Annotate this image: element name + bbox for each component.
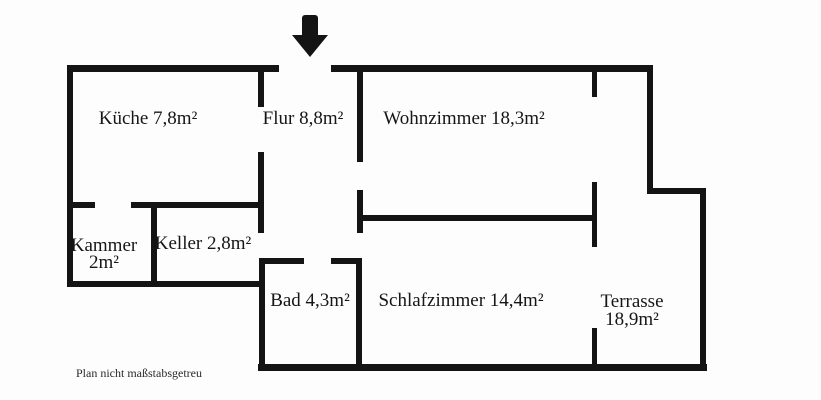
wall-keller-bottom-outer: [67, 281, 265, 287]
room-label-terrasse: Terrasse 18,9m²: [572, 291, 692, 330]
room-label-flur: Flur 8,8m²: [262, 108, 344, 129]
wall-kammer-keller-divider: [151, 202, 157, 287]
room-label-kammer-line1: Kammer: [70, 235, 138, 256]
wall-flur-wohnzimmer-lower: [357, 190, 363, 233]
wall-left-outer: [67, 65, 73, 287]
wall-kueche-flur-lower: [258, 152, 264, 233]
wall-kammer-top-left: [67, 202, 95, 208]
scale-disclaimer-note: Plan nicht maßstabsgetreu: [76, 366, 202, 380]
room-label-bad: Bad 4,3m²: [270, 290, 350, 311]
room-label-terrasse-line2: 18,9m²: [605, 309, 659, 330]
arrow-head: [292, 35, 328, 57]
room-label-terrasse-line1: Terrasse: [600, 291, 664, 312]
wall-wohnzimmer-right-mid: [592, 182, 597, 247]
wall-top-right: [331, 65, 653, 72]
wall-right-outer: [700, 188, 706, 371]
arrow-shaft: [302, 15, 318, 37]
room-label-kueche: Küche 7,8m²: [98, 108, 198, 129]
wall-wohnzimmer-right-upper: [592, 65, 597, 97]
wall-schlafzimmer-right-lower: [592, 328, 597, 371]
wall-top-left: [67, 65, 279, 72]
wall-bad-left: [259, 258, 265, 371]
wall-bottom-outer: [258, 364, 707, 371]
wall-flur-wohnzimmer-upper: [357, 65, 363, 162]
room-label-kammer: Kammer 2m²: [44, 235, 164, 273]
entrance-down-arrow-icon: [292, 15, 328, 57]
wall-wohnzimmer-schlafzimmer-divider: [358, 215, 597, 221]
room-label-schlafzimmer: Schlafzimmer 14,4m²: [378, 290, 544, 311]
room-label-keller: Keller 2,8m²: [154, 233, 252, 254]
wall-step-horizontal: [647, 188, 706, 194]
wall-kammer-top-right: [131, 202, 263, 208]
wall-bad-top-left: [259, 258, 304, 264]
wall-bad-top-right: [331, 258, 362, 264]
room-label-wohnzimmer: Wohnzimmer 18,3m²: [383, 108, 545, 129]
wall-kueche-flur-upper: [258, 65, 264, 107]
wall-bad-right: [356, 258, 362, 371]
room-label-kammer-line2: 2m²: [89, 252, 119, 273]
wall-step-vertical: [647, 65, 653, 194]
